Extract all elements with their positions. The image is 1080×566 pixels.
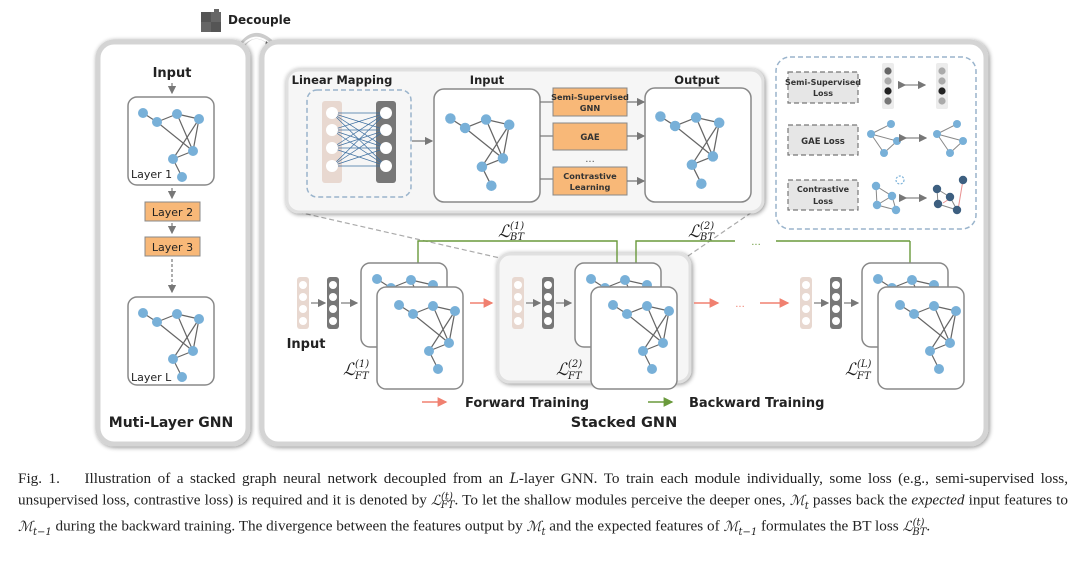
- left-input-label: Input: [153, 66, 192, 81]
- svg-text:(1): (1): [355, 359, 369, 370]
- forward-ellipsis: ...: [735, 299, 745, 310]
- module-contrastive-learning: Contrastive Learning: [552, 166, 628, 196]
- label-vectors-icon: [882, 63, 948, 109]
- puzzle-icon: [201, 9, 221, 32]
- layer-l-box: [127, 296, 215, 386]
- ft-loss-1: ℒ (1) FT: [343, 359, 370, 382]
- svg-text:ℒ: ℒ: [556, 360, 569, 380]
- svg-text:Semi-Supervised: Semi-Supervised: [551, 92, 629, 102]
- detail-output-label: Output: [674, 73, 720, 87]
- caption-lft: ℒ(t)FT: [430, 491, 455, 512]
- caption-fig-label: Fig. 1.: [18, 470, 60, 487]
- svg-text:ℒ: ℒ: [343, 360, 356, 380]
- svg-text:Contrastive: Contrastive: [797, 185, 850, 194]
- semi-supervised-loss-box: Semi-Supervised Loss: [785, 71, 861, 104]
- layer-l-label: Layer L: [131, 371, 172, 384]
- svg-text:BT: BT: [509, 232, 525, 243]
- linear-mapping-box: [306, 89, 412, 198]
- bt-loss-1: ℒ (1) BT: [498, 221, 525, 243]
- svg-text:GAE Loss: GAE Loss: [801, 137, 845, 147]
- svg-text:ℒ: ℒ: [688, 222, 701, 242]
- layer-3-label: Layer 3: [152, 241, 193, 254]
- backward-legend-label: Backward Training: [689, 396, 824, 411]
- svg-text:ℒ: ℒ: [845, 360, 858, 380]
- module-gae: GAE: [552, 122, 628, 151]
- contrastive-loss-box: Contrastive Loss: [787, 179, 859, 211]
- module-semi-supervised-gnn: Semi-Supervised GNN: [551, 87, 629, 117]
- gae-loss-box: GAE Loss: [787, 124, 859, 156]
- ft-loss-l: ℒ (L) FT: [845, 359, 872, 382]
- forward-legend-label: Forward Training: [465, 396, 589, 411]
- svg-text:Semi-Supervised: Semi-Supervised: [785, 78, 861, 87]
- figure-diagram: Decouple Input Layer 1 Layer 2 Layer 3 L…: [95, 9, 989, 447]
- backward-ellipsis: ...: [751, 237, 761, 248]
- svg-text:(L): (L): [857, 359, 872, 370]
- decouple-label: Decouple: [228, 13, 291, 27]
- svg-text:ℒ: ℒ: [498, 222, 511, 242]
- ft-loss-2: ℒ (2) FT: [556, 359, 583, 382]
- svg-text:(2): (2): [568, 359, 582, 370]
- layer-1-box: [127, 96, 215, 186]
- caption-lbt: ℒ(t)BT: [902, 517, 927, 538]
- detail-input-label: Input: [470, 73, 505, 87]
- svg-text:GNN: GNN: [580, 103, 601, 113]
- gae-graphs-icon: [867, 120, 967, 157]
- layer-3-box: [144, 236, 201, 257]
- svg-text:Contrastive: Contrastive: [563, 171, 617, 181]
- svg-text:FT: FT: [856, 371, 872, 382]
- stage-l: [800, 263, 964, 389]
- svg-text:FT: FT: [354, 371, 370, 382]
- svg-text:(2): (2): [700, 221, 714, 232]
- stage-1: [297, 263, 463, 389]
- linear-mapping-label: Linear Mapping: [292, 73, 393, 87]
- layer-2-label: Layer 2: [152, 206, 193, 219]
- svg-text:FT: FT: [567, 371, 583, 382]
- linear-mapping-network: [322, 101, 396, 183]
- contrastive-graphs-icon: [871, 175, 968, 215]
- svg-text:BT: BT: [699, 232, 715, 243]
- layer-1-label: Layer 1: [131, 168, 172, 181]
- stage-2: [512, 263, 677, 389]
- left-panel-title: Muti-Layer GNN: [109, 415, 233, 431]
- svg-text:Loss: Loss: [813, 89, 833, 98]
- svg-text:Loss: Loss: [813, 197, 833, 206]
- stacked-gnn-title: Stacked GNN: [571, 415, 677, 431]
- svg-text:(1): (1): [510, 221, 524, 232]
- layer-2-box: [144, 201, 201, 222]
- svg-text:Learning: Learning: [570, 182, 611, 192]
- module-ellipsis: ...: [585, 154, 595, 165]
- svg-text:GAE: GAE: [580, 133, 600, 143]
- bt-loss-2: ℒ (2) BT: [688, 221, 715, 243]
- figure-caption: Fig. 1. Illustration of a stacked graph …: [18, 470, 1069, 538]
- stacked-input-label: Input: [287, 337, 326, 352]
